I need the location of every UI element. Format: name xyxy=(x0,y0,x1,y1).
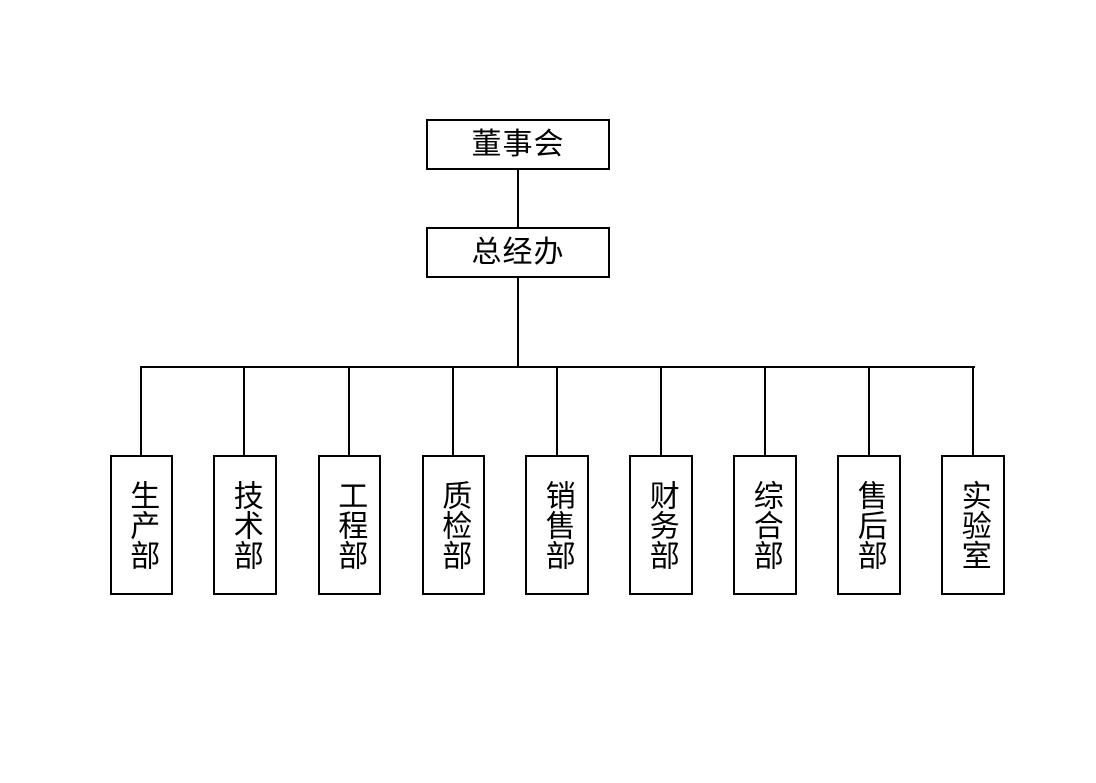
department-label: 综合部 xyxy=(747,480,783,570)
department-box: 销售部 xyxy=(525,455,589,595)
department-label: 技术部 xyxy=(227,480,263,570)
department-box: 质检部 xyxy=(422,455,485,595)
connector-drop-9 xyxy=(972,366,974,456)
department-box: 技术部 xyxy=(213,455,277,595)
department-label: 实验室 xyxy=(955,480,991,570)
department-box: 工程部 xyxy=(318,455,381,595)
board-box: 董事会 xyxy=(426,119,610,170)
connector-drop-2 xyxy=(243,366,245,456)
department-box: 财务部 xyxy=(629,455,693,595)
general-office-label: 总经办 xyxy=(471,234,565,270)
department-label: 财务部 xyxy=(643,480,679,570)
department-label: 生产部 xyxy=(124,480,160,570)
department-label: 质检部 xyxy=(436,480,472,570)
connector-drop-8 xyxy=(868,366,870,456)
department-box: 综合部 xyxy=(733,455,797,595)
connector-drop-4 xyxy=(452,366,454,456)
connector-drop-7 xyxy=(764,366,766,456)
connector-drop-6 xyxy=(660,366,662,456)
department-box: 实验室 xyxy=(941,455,1005,595)
department-box: 售后部 xyxy=(837,455,901,595)
connector-drop-3 xyxy=(348,366,350,456)
board-label: 董事会 xyxy=(471,126,565,162)
connector-drop-5 xyxy=(556,366,558,456)
department-label: 售后部 xyxy=(851,480,887,570)
general-office-box: 总经办 xyxy=(426,227,610,278)
department-label: 销售部 xyxy=(539,480,575,570)
department-box: 生产部 xyxy=(110,455,173,595)
connector-drop-1 xyxy=(140,366,142,456)
department-label: 工程部 xyxy=(332,480,368,570)
connector-office-to-bus xyxy=(517,276,519,368)
connector-board-to-office xyxy=(517,168,519,229)
